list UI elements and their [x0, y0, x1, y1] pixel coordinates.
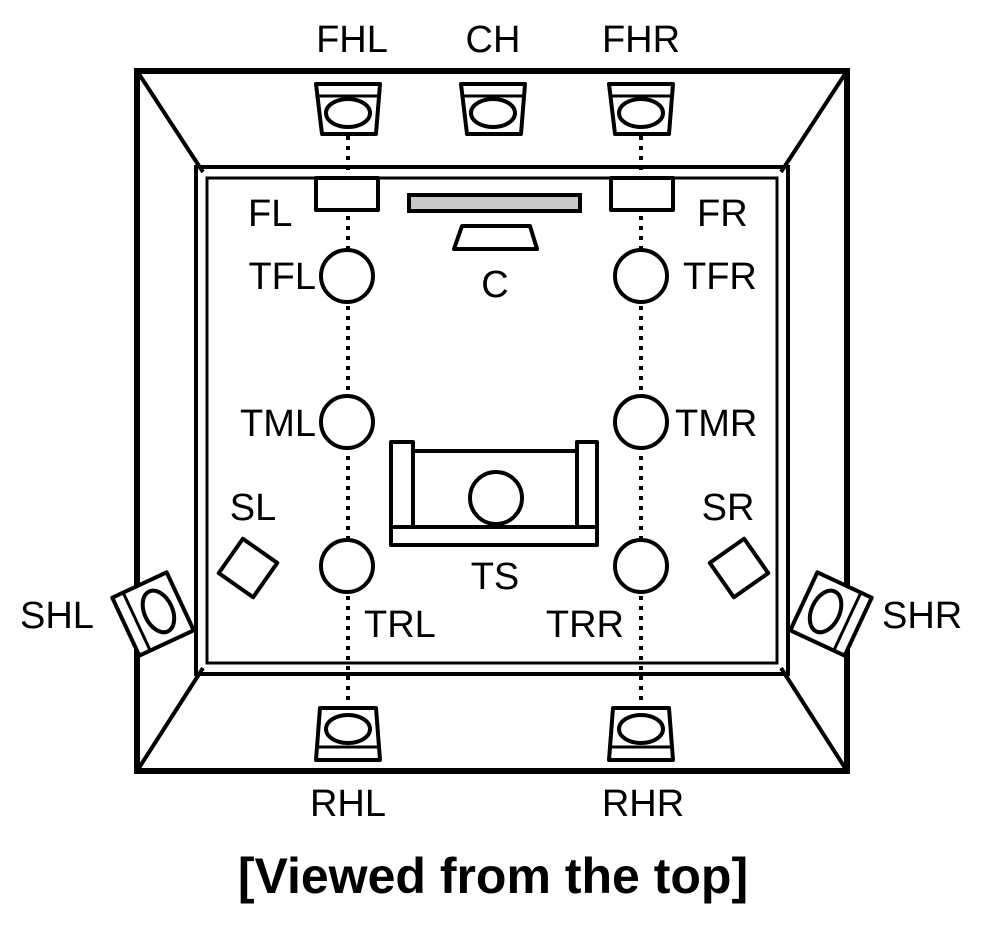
speaker-rhl-icon [314, 706, 382, 762]
label-fl: FL [248, 193, 292, 235]
label-ts: TS [471, 556, 520, 598]
speaker-fhl-icon [314, 82, 382, 136]
speaker-sr-icon [707, 536, 771, 600]
room-inner-floor-inner [205, 176, 779, 665]
label-shr: SHR [882, 595, 962, 637]
label-sl: SL [230, 487, 276, 529]
perspective-line-tl [135, 69, 205, 174]
caption: [Viewed from the top] [238, 848, 748, 904]
label-tfl: TFL [248, 256, 316, 298]
label-trl: TRL [364, 604, 436, 646]
speaker-sl-icon [216, 536, 280, 600]
label-ch: CH [466, 19, 521, 61]
perspective-line-tr [779, 69, 849, 174]
label-fhr: FHR [602, 19, 680, 61]
speaker-fr-icon [609, 176, 675, 212]
label-fr: FR [697, 193, 748, 235]
speaker-tfl-icon [319, 248, 375, 304]
room-outer-wall [134, 68, 850, 774]
label-fhl: FHL [316, 19, 388, 61]
speaker-trr-icon [613, 538, 669, 594]
label-shl: SHL [20, 595, 94, 637]
room-inner-floor-outer [194, 165, 790, 676]
perspective-line-bl [135, 666, 205, 773]
perspective-line-br [779, 666, 849, 773]
label-c: C [481, 264, 508, 306]
speaker-shl-icon [110, 570, 196, 658]
speaker-trl-icon [319, 538, 375, 594]
speaker-tfr-icon [613, 248, 669, 304]
label-tml: TML [240, 403, 316, 445]
speaker-ts-icon [468, 470, 524, 526]
label-rhr: RHR [602, 783, 684, 825]
screen-icon [407, 193, 582, 213]
speaker-shr-icon [788, 570, 874, 658]
label-tmr: TMR [675, 403, 757, 445]
speaker-tml-icon [319, 394, 375, 450]
speaker-c-icon [452, 224, 539, 251]
label-tfr: TFR [683, 256, 757, 298]
speaker-tmr-icon [613, 394, 669, 450]
label-trr: TRR [546, 604, 624, 646]
room [134, 68, 850, 774]
speaker-ch-icon [459, 82, 527, 136]
label-rhl: RHL [310, 783, 386, 825]
label-sr: SR [702, 487, 755, 529]
speaker-fhr-icon [607, 82, 675, 136]
speaker-rhr-icon [607, 706, 675, 762]
speaker-fl-icon [314, 176, 380, 212]
